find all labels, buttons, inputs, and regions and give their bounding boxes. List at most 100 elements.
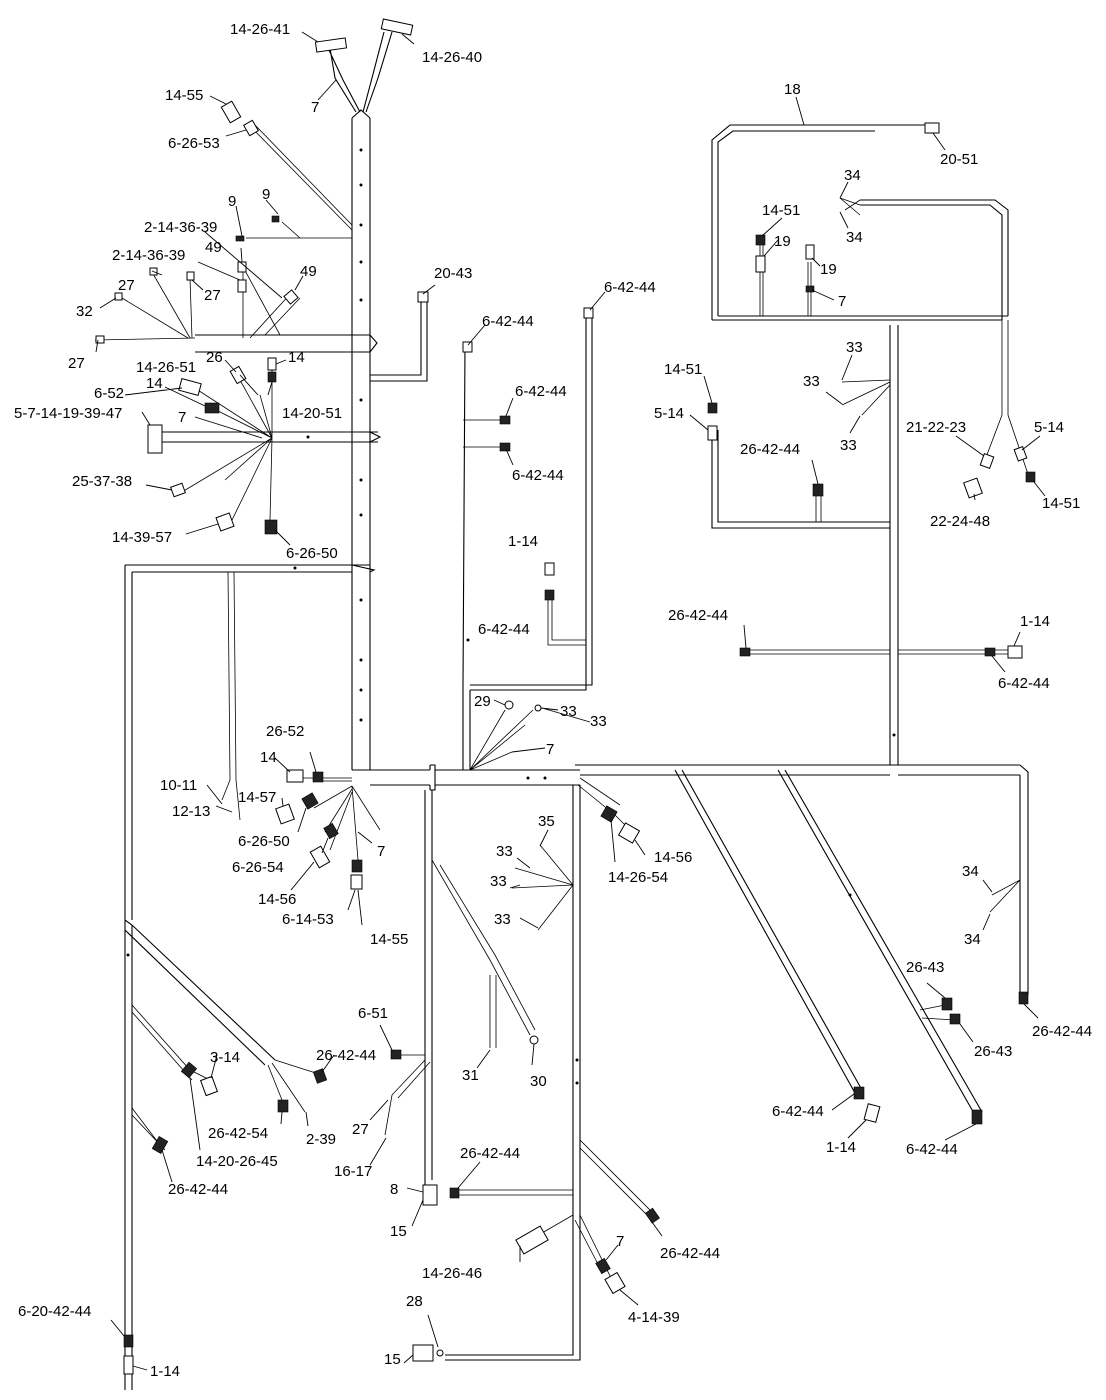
- label-27-a: 27: [118, 277, 135, 294]
- label-14-51-a: 14-51: [762, 202, 800, 219]
- label-6-42-44-h: 6-42-44: [906, 1141, 958, 1158]
- label-34-b: 34: [846, 229, 863, 246]
- label-1-14-bottom: 1-14: [150, 1363, 180, 1380]
- label-12-13: 12-13: [172, 803, 210, 820]
- label-26-43-a: 26-43: [906, 959, 944, 976]
- label-6-42-44-a: 6-42-44: [482, 313, 534, 330]
- label-18: 18: [784, 81, 801, 98]
- label-4-14-39: 4-14-39: [628, 1309, 680, 1326]
- part-labels: 14-26-41 14-26-40 7 14-55 6-26-53 9 9 2-…: [14, 21, 1092, 1380]
- label-15-a: 15: [390, 1223, 407, 1240]
- label-30: 30: [530, 1073, 547, 1090]
- label-7-center: 7: [546, 741, 554, 758]
- label-6-42-44-e: 6-42-44: [478, 621, 530, 638]
- label-49-a: 49: [205, 239, 222, 256]
- label-33-h: 33: [494, 911, 511, 928]
- label-31: 31: [462, 1067, 479, 1084]
- label-26-42-44-d: 26-42-44: [316, 1047, 376, 1064]
- label-6-26-53: 6-26-53: [168, 135, 220, 152]
- label-21-22-23: 21-22-23: [906, 419, 966, 436]
- label-15-b: 15: [384, 1351, 401, 1368]
- label-33-a: 33: [846, 339, 863, 356]
- label-1-14-lower: 1-14: [826, 1139, 856, 1156]
- label-14-26-51: 14-26-51: [136, 359, 196, 376]
- label-14-56-right: 14-56: [654, 849, 692, 866]
- label-7-top: 7: [311, 99, 319, 116]
- label-16-17: 16-17: [334, 1163, 372, 1180]
- label-26-42-44-a: 26-42-44: [740, 441, 800, 458]
- label-19-b: 19: [820, 261, 837, 278]
- label-14-lower: 14: [260, 749, 277, 766]
- label-33-e: 33: [590, 713, 607, 730]
- label-20-51: 20-51: [940, 151, 978, 168]
- label-26-43-b: 26-43: [974, 1043, 1012, 1060]
- label-14-26-54: 14-26-54: [608, 869, 668, 886]
- label-6-42-44-d: 6-42-44: [512, 467, 564, 484]
- label-14-26-46: 14-26-46: [422, 1265, 482, 1282]
- label-26-top: 26: [206, 349, 223, 366]
- label-28: 28: [406, 1293, 423, 1310]
- label-1-14-center: 1-14: [508, 533, 538, 550]
- label-14-51-b: 14-51: [664, 361, 702, 378]
- label-3-14: 3-14: [210, 1049, 240, 1066]
- label-2-39: 2-39: [306, 1131, 336, 1148]
- label-14-55-lower: 14-55: [370, 931, 408, 948]
- label-6-26-50-lower: 6-26-50: [238, 833, 290, 850]
- label-7-right: 7: [838, 293, 846, 310]
- label-26-52: 26-52: [266, 723, 304, 740]
- label-14-26-40: 14-26-40: [422, 49, 482, 66]
- label-2-14-36-39-b: 2-14-36-39: [112, 247, 185, 264]
- label-6-42-44-c: 6-42-44: [515, 383, 567, 400]
- label-33-c: 33: [840, 437, 857, 454]
- label-8: 8: [390, 1181, 398, 1198]
- label-6-42-44-b: 6-42-44: [604, 279, 656, 296]
- label-2-14-36-39-a: 2-14-36-39: [144, 219, 217, 236]
- label-25-37-38: 25-37-38: [72, 473, 132, 490]
- label-20-43: 20-43: [434, 265, 472, 282]
- label-14-26-41: 14-26-41: [230, 21, 290, 38]
- harness-connectors: [95, 18, 1036, 1375]
- label-32: 32: [76, 303, 93, 320]
- label-33-b: 33: [803, 373, 820, 390]
- label-22-24-48: 22-24-48: [930, 513, 990, 530]
- label-14-39-57: 14-39-57: [112, 529, 172, 546]
- label-10-11: 10-11: [160, 777, 197, 794]
- label-6-51: 6-51: [358, 1005, 388, 1022]
- label-14-20-26-45: 14-20-26-45: [196, 1153, 278, 1170]
- label-26-42-44-b: 26-42-44: [668, 607, 728, 624]
- label-9-b: 9: [228, 193, 236, 210]
- label-35: 35: [538, 813, 555, 830]
- label-26-42-54: 26-42-54: [208, 1125, 268, 1142]
- label-34-a: 34: [844, 167, 861, 184]
- label-14-55-top: 14-55: [165, 87, 203, 104]
- label-14-56-left: 14-56: [258, 891, 296, 908]
- label-26-42-44-e: 26-42-44: [168, 1181, 228, 1198]
- label-49-b: 49: [300, 263, 317, 280]
- label-14-57: 14-57: [238, 789, 276, 806]
- label-14-mid: 14: [146, 375, 163, 392]
- label-27-c: 27: [68, 355, 85, 372]
- label-27-b: 27: [204, 287, 221, 304]
- label-7-mid: 7: [178, 409, 186, 426]
- label-7-bottom: 7: [616, 1233, 624, 1250]
- label-27-lower: 27: [352, 1121, 369, 1138]
- label-34-c: 34: [962, 863, 979, 880]
- label-33-f: 33: [496, 843, 513, 860]
- label-6-20-42-44: 6-20-42-44: [18, 1303, 91, 1320]
- label-6-42-44-g: 6-42-44: [772, 1103, 824, 1120]
- label-6-14-53: 6-14-53: [282, 911, 334, 928]
- label-26-42-44-c: 26-42-44: [1032, 1023, 1092, 1040]
- label-5-14-a: 5-14: [654, 405, 684, 422]
- label-9-a: 9: [262, 186, 270, 203]
- label-7-lower: 7: [377, 843, 385, 860]
- label-5-7-14-19-39-47: 5-7-14-19-39-47: [14, 405, 122, 422]
- label-34-d: 34: [964, 931, 981, 948]
- label-14-51-c: 14-51: [1042, 495, 1080, 512]
- leader-lines: [95, 31, 1046, 1371]
- label-26-42-44-g: 26-42-44: [660, 1245, 720, 1262]
- label-6-52: 6-52: [94, 385, 124, 402]
- label-6-26-54: 6-26-54: [232, 859, 284, 876]
- label-6-26-50-top: 6-26-50: [286, 545, 338, 562]
- label-29: 29: [474, 693, 491, 710]
